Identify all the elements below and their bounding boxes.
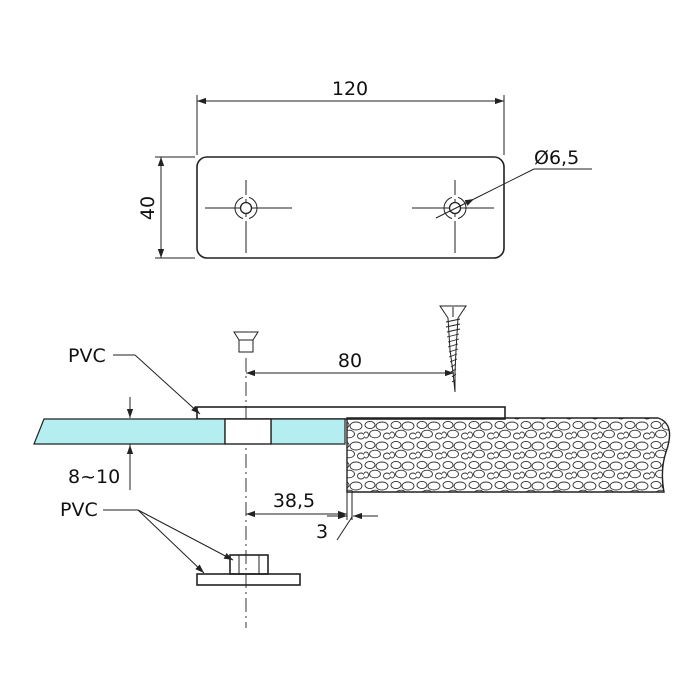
dim-plate-width: 40 [137,196,159,220]
bottom-clamp [196,554,301,586]
pvc-label-bottom: PVC [60,499,234,574]
dimension-hole-diameter: Ø6,5 [435,147,592,219]
dimension-glass-thickness: 8~10 [68,397,134,490]
section-view: 80 8~10 PVC 38 [33,305,671,628]
right-hole [412,180,494,253]
dim-glass-thickness: 8~10 [68,466,120,488]
dim-hole-diameter: Ø6,5 [534,147,579,169]
dimension-gap: 3 [316,492,378,543]
left-hole [205,180,292,253]
pvc-insert [224,418,272,445]
pvc-label-top: PVC [68,345,201,415]
pvc-top-text: PVC [68,345,106,367]
dim-edge-offset: 38,5 [273,490,315,512]
stone-substrate [346,417,671,493]
dim-screw-spacing: 80 [338,350,362,372]
dimension-40: 40 [137,156,195,259]
pvc-bottom-text: PVC [60,499,98,521]
plate-top-view: 120 40 Ø6,5 [137,78,592,259]
countersunk-screw-icon [233,331,259,353]
dimension-80: 80 [246,350,454,377]
dimension-120: 120 [196,78,505,155]
dimension-38-5: 38,5 [246,444,348,520]
glass-panel [33,418,346,445]
plate-outline [196,156,505,259]
wood-screw-icon [439,305,467,393]
dim-gap: 3 [316,521,328,543]
top-plate [196,406,506,420]
dim-plate-length: 120 [332,78,368,100]
